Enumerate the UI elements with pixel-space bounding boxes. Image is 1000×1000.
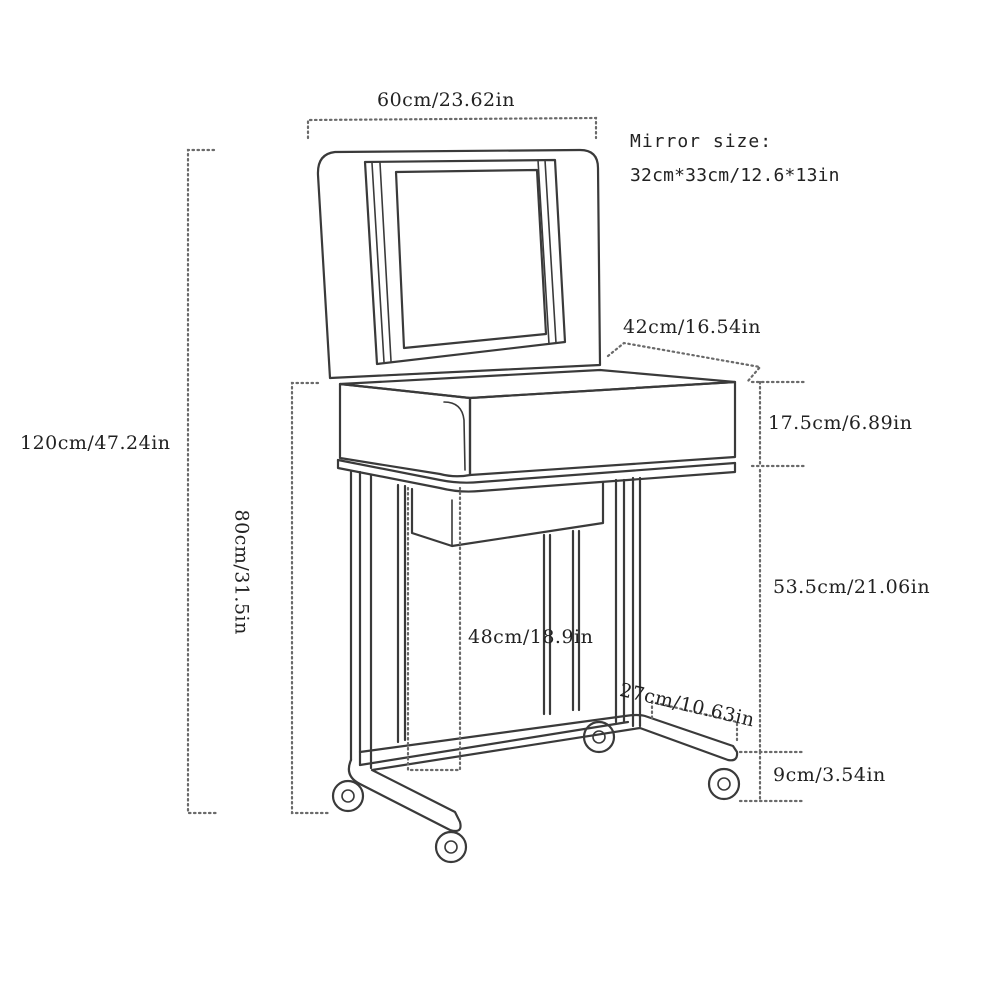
base-frame [347,713,739,833]
mirror-lid [316,148,602,380]
dim-total-width [306,116,598,140]
label-mirror-size-value: 32cm*33cm/12.6*13in [630,165,840,186]
label-total-width: 60cm/23.62in [377,89,515,111]
mirror-frame [363,158,567,366]
label-mirror-size-title: Mirror size: [630,131,773,152]
dim-base-depth [650,700,739,742]
dim-inner-width [406,486,462,772]
label-box-height: 17.5cm/6.89in [768,412,913,434]
dim-wheel-height [738,750,804,803]
dim-box-height [750,380,808,468]
dim-depth [606,341,763,383]
label-wheel-height: 9cm/3.54in [773,764,886,786]
dim-total-height [186,148,218,815]
mirror-glass [394,168,548,350]
dim-table-height [290,381,330,815]
caster-wheels [331,720,741,864]
label-table-height: 80cm/31.5in [230,509,253,635]
label-leg-height: 53.5cm/21.06in [773,576,931,598]
label-inner-width: 48cm/18.9in [468,626,594,648]
label-depth: 42cm/16.54in [623,316,761,338]
drawer [410,480,605,548]
frame-legs [349,470,642,770]
storage-box [336,368,737,493]
label-total-height: 120cm/47.24in [20,432,171,454]
